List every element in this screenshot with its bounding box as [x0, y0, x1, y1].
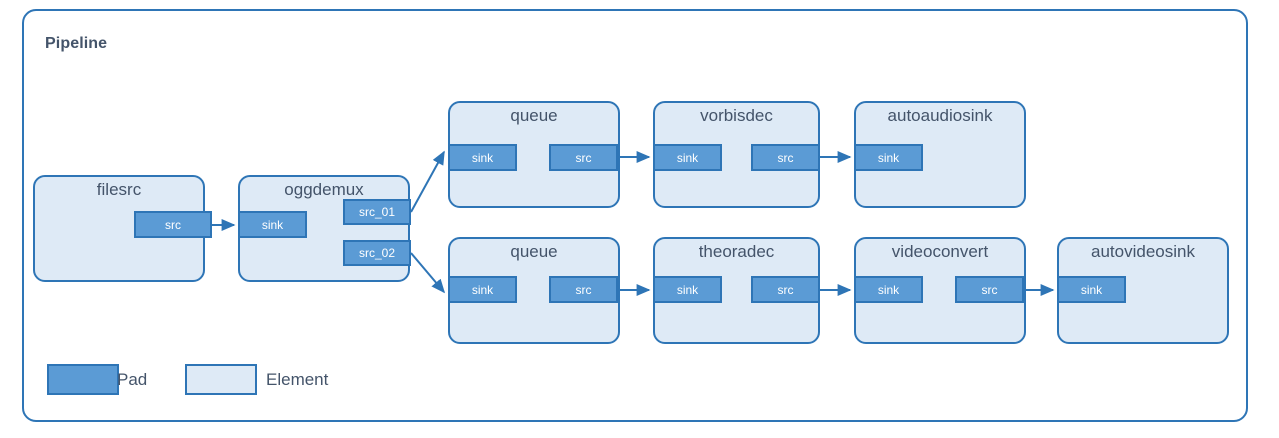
- element-label-autoaudiosink: autoaudiosink: [887, 106, 993, 125]
- element-label-theoradec: theoradec: [698, 242, 775, 261]
- pad-label: sink: [877, 282, 900, 297]
- pad-queue-video-src[interactable]: src: [549, 276, 618, 303]
- element-label-vorbisdec: vorbisdec: [700, 106, 773, 125]
- element-label-queue-audio: queue: [510, 106, 558, 125]
- pad-oggdemux-src01[interactable]: src_01: [343, 199, 411, 225]
- pad-oggdemux-src02[interactable]: src_02: [343, 240, 411, 266]
- pad-vorbisdec-sink[interactable]: sink: [653, 144, 722, 171]
- pad-label: src: [575, 150, 592, 165]
- pad-label: src: [777, 282, 794, 297]
- pad-label: src: [575, 282, 592, 297]
- legend-label-pad: Pad: [117, 370, 148, 389]
- pad-filesrc-src[interactable]: src: [134, 211, 212, 238]
- element-label-queue-video: queue: [510, 242, 558, 261]
- pad-label: sink: [877, 150, 900, 165]
- pad-label: src: [777, 150, 794, 165]
- element-label-videoconvert: videoconvert: [891, 242, 989, 261]
- pad-queue-video-sink[interactable]: sink: [448, 276, 517, 303]
- legend-swatch-pad: [47, 364, 119, 395]
- pad-vorbisdec-src[interactable]: src: [751, 144, 820, 171]
- legend-swatch-element: [185, 364, 257, 395]
- pipeline-title: Pipeline: [45, 35, 108, 52]
- pad-label: src: [165, 217, 181, 232]
- pad-label: src_02: [358, 246, 396, 260]
- pad-theoradec-src[interactable]: src: [751, 276, 820, 303]
- pad-videoconvert-src[interactable]: src: [955, 276, 1024, 303]
- pad-label: sink: [676, 150, 699, 165]
- pad-label: sink: [471, 150, 494, 165]
- pad-queue-audio-sink[interactable]: sink: [448, 144, 517, 171]
- pad-oggdemux-sink[interactable]: sink: [238, 211, 307, 238]
- pad-autoaudiosink-sink[interactable]: sink: [854, 144, 923, 171]
- pad-label: sink: [471, 282, 494, 297]
- legend-label-element: Element: [266, 370, 329, 389]
- pad-label: src: [981, 282, 998, 297]
- pad-theoradec-sink[interactable]: sink: [653, 276, 722, 303]
- pipeline-frame: [22, 9, 1248, 422]
- pad-label: sink: [1080, 282, 1103, 297]
- pad-label: sink: [261, 217, 284, 232]
- pad-label: src_01: [358, 205, 396, 219]
- pad-autovideosink-sink[interactable]: sink: [1057, 276, 1126, 303]
- element-label-filesrc: filesrc: [96, 180, 142, 199]
- element-label-autovideosink: autovideosink: [1091, 242, 1195, 261]
- pad-label: sink: [676, 282, 699, 297]
- pad-videoconvert-sink[interactable]: sink: [854, 276, 923, 303]
- pad-queue-audio-src[interactable]: src: [549, 144, 618, 171]
